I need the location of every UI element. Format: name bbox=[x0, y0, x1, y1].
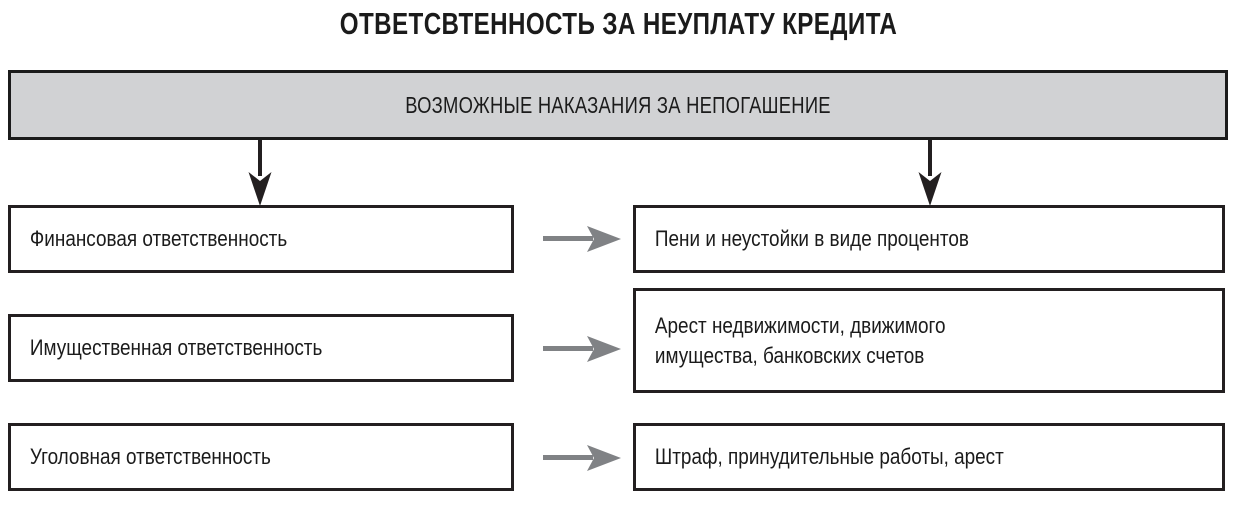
consequence-box-3: Штраф, принудительные работы, арест bbox=[633, 423, 1225, 491]
consequence-label-1: Пени и неустойки в виде процентов bbox=[654, 226, 969, 251]
category-label-2: Имущественная ответственность bbox=[29, 335, 323, 360]
category-box-1: Финансовая ответственность bbox=[8, 205, 514, 273]
category-box-2: Имущественная ответственность bbox=[8, 314, 514, 382]
right-arrow-icon-3 bbox=[543, 445, 621, 471]
right-arrow-icon-1 bbox=[543, 226, 621, 252]
header-box-label: ВОЗМОЖНЫЕ НАКАЗАНИЯ ЗА НЕПОГАШЕНИЕ bbox=[405, 91, 831, 118]
page-title: ОТВЕТСВТЕННОСТЬ ЗА НЕУПЛАТУ КРЕДИТА bbox=[339, 6, 898, 41]
consequence-label-2: Арест недвижимости, движимого имущества,… bbox=[654, 312, 946, 368]
down-arrow-icon-right bbox=[918, 140, 942, 206]
consequence-box-1: Пени и неустойки в виде процентов bbox=[633, 205, 1225, 273]
category-label-1: Финансовая ответственность bbox=[29, 226, 288, 251]
category-box-3: Уголовная ответственность bbox=[8, 423, 514, 491]
down-arrow-icon-left bbox=[248, 140, 272, 206]
consequence-label-3: Штраф, принудительные работы, арест bbox=[654, 444, 1004, 469]
right-arrow-icon-2 bbox=[543, 336, 621, 362]
consequence-box-2: Арест недвижимости, движимого имущества,… bbox=[633, 288, 1225, 393]
category-label-3: Уголовная ответственность bbox=[29, 444, 271, 469]
header-box: ВОЗМОЖНЫЕ НАКАЗАНИЯ ЗА НЕПОГАШЕНИЕ bbox=[8, 70, 1228, 140]
